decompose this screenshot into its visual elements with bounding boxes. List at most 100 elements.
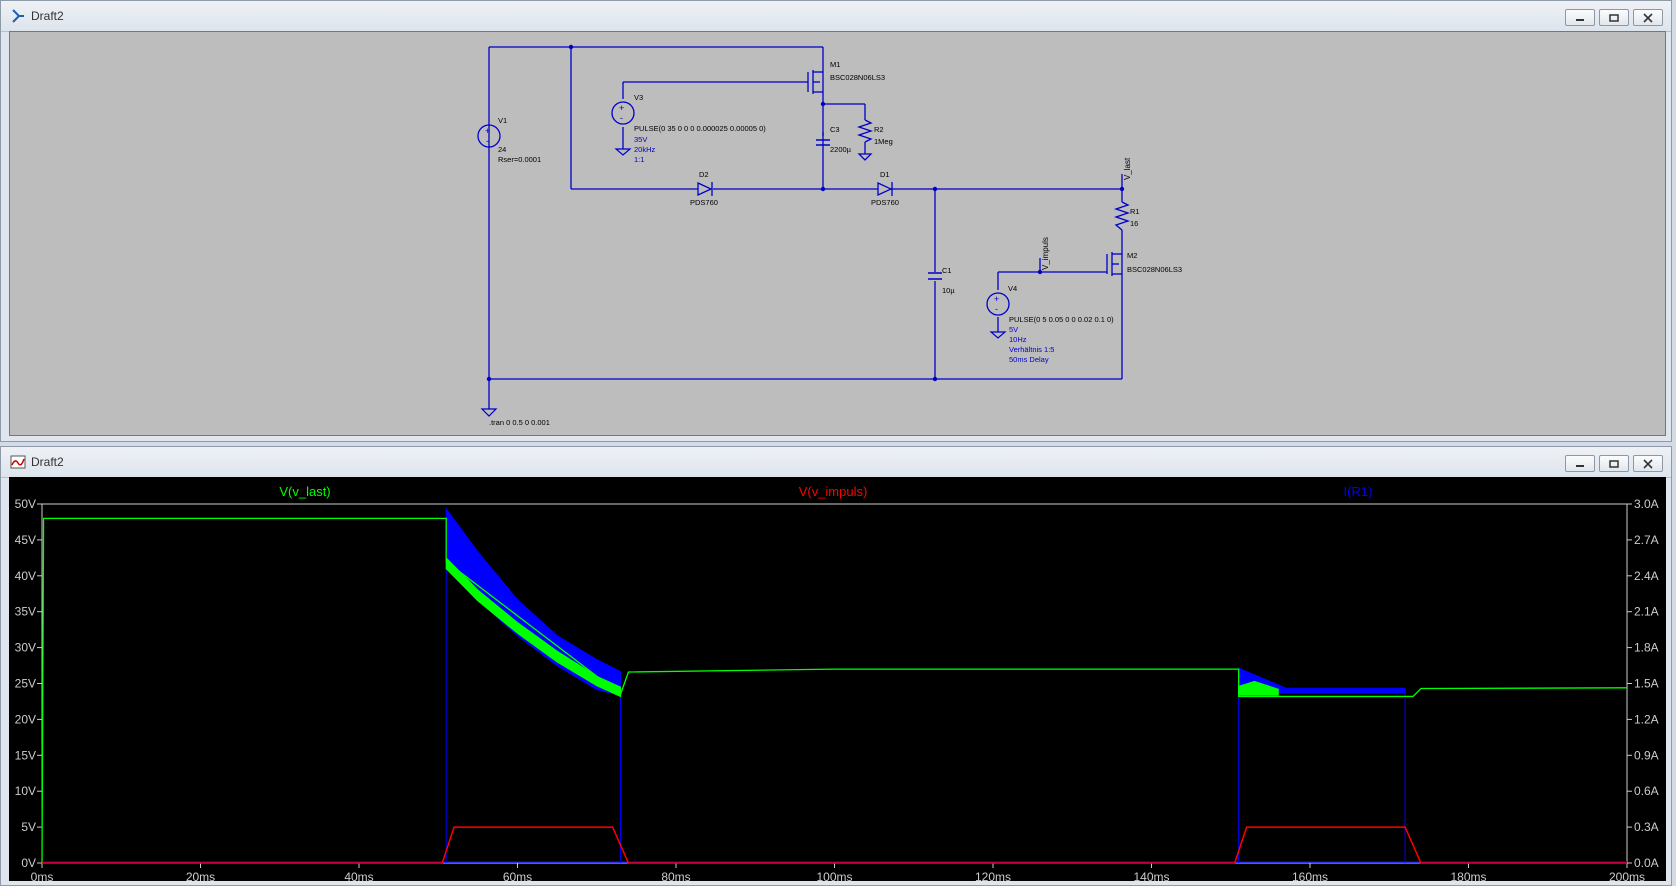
d1-diode-symbol[interactable] bbox=[877, 181, 893, 197]
svg-text:-: - bbox=[486, 136, 489, 146]
m2-mosfet-symbol[interactable] bbox=[1106, 245, 1123, 283]
v3-note-0: 35V bbox=[634, 135, 647, 144]
v4-value: PULSE(0 5 0.05 0 0 0.02 0.1 0) bbox=[1009, 315, 1114, 324]
c1-name: C1 bbox=[942, 266, 952, 275]
d2-name: D2 bbox=[699, 170, 709, 179]
v4-note-2: Verhältnis 1:5 bbox=[1009, 345, 1054, 354]
m2-model: BSC028N06LS3 bbox=[1127, 265, 1182, 274]
y-right-tick-label: 0.0A bbox=[1634, 856, 1659, 870]
schematic-window-title: Draft2 bbox=[31, 9, 64, 23]
y-left-tick-label: 0V bbox=[21, 856, 36, 870]
svg-text:+: + bbox=[619, 103, 624, 113]
plot-canvas[interactable]: V(v_last) V(v_impuls) I(R1) 0ms 20ms 40ms 6… bbox=[9, 477, 1666, 881]
schematic-restore-button[interactable] bbox=[1599, 9, 1629, 26]
m2-name: M2 bbox=[1127, 251, 1137, 260]
plot-minimize-button[interactable] bbox=[1565, 455, 1595, 472]
schematic-app-icon bbox=[12, 9, 24, 23]
x-tick-label: 60ms bbox=[503, 870, 532, 881]
trace-label-v-impuls[interactable]: V(v_impuls) bbox=[799, 484, 868, 499]
close-icon bbox=[1643, 12, 1653, 23]
v-last-ripple-band bbox=[445, 556, 622, 698]
v4-note-3: 50ms Delay bbox=[1009, 355, 1049, 364]
c3-capacitor-symbol[interactable] bbox=[816, 139, 830, 146]
y-left-tick-label: 25V bbox=[15, 677, 36, 691]
net-label-v-last[interactable]: V_last bbox=[1123, 157, 1132, 180]
y-right-tick-label: 2.7A bbox=[1634, 533, 1659, 547]
x-tick-label: 100ms bbox=[816, 870, 852, 881]
y-left-tick-label: 30V bbox=[15, 641, 36, 655]
v4-source-symbol[interactable]: + - bbox=[986, 292, 1010, 339]
plot-titlebar[interactable]: Draft2 bbox=[1, 447, 1671, 478]
plot-frame bbox=[41, 503, 1628, 864]
y-right-tick-label: 1.2A bbox=[1634, 712, 1659, 726]
x-tick-label: 0ms bbox=[31, 870, 54, 881]
minimize-icon bbox=[1576, 464, 1584, 467]
schematic-canvas[interactable]: + - V1 24 Rser=0.0001 + - V3 PULSE(0 35 … bbox=[9, 31, 1666, 436]
tran-directive[interactable]: .tran 0 0.5 0 0.001 bbox=[489, 418, 550, 427]
i-r1-band-pulse-1 bbox=[445, 507, 622, 697]
v1-rser: Rser=0.0001 bbox=[498, 155, 541, 164]
plot-close-button[interactable] bbox=[1633, 455, 1663, 472]
plot-restore-button[interactable] bbox=[1599, 455, 1629, 472]
restore-icon bbox=[1609, 14, 1619, 22]
y-right-tick-label: 0.6A bbox=[1634, 784, 1659, 798]
y-left-tick-label: 5V bbox=[21, 820, 36, 834]
x-tick-label: 120ms bbox=[975, 870, 1011, 881]
c1-value: 10µ bbox=[942, 286, 955, 295]
d2-diode-symbol[interactable] bbox=[697, 181, 713, 197]
y-left-tick-label: 15V bbox=[15, 748, 36, 762]
m1-mosfet-symbol[interactable] bbox=[807, 70, 824, 114]
trace-label-i-r1[interactable]: I(R1) bbox=[1344, 484, 1373, 499]
trace-label-v-last[interactable]: V(v_last) bbox=[279, 484, 330, 499]
v3-source-symbol[interactable]: + - bbox=[611, 101, 635, 156]
m1-model: BSC028N06LS3 bbox=[830, 73, 885, 82]
y-right-tick-label: 2.1A bbox=[1634, 605, 1659, 619]
v4-note-1: 10Hz bbox=[1009, 335, 1027, 344]
r2-name: R2 bbox=[874, 125, 884, 134]
y-left-tick-label: 35V bbox=[15, 605, 36, 619]
schematic-close-button[interactable] bbox=[1633, 9, 1663, 26]
r2-resistor-symbol[interactable] bbox=[856, 119, 874, 161]
v-last-trace bbox=[41, 517, 1628, 864]
c1-capacitor-symbol[interactable] bbox=[928, 272, 942, 280]
v4-name: V4 bbox=[1008, 284, 1017, 293]
close-icon bbox=[1643, 458, 1653, 469]
v1-value: 24 bbox=[498, 145, 506, 154]
restore-icon bbox=[1609, 460, 1619, 468]
y-right-tick-label: 1.5A bbox=[1634, 677, 1659, 691]
x-tick-label: 80ms bbox=[661, 870, 690, 881]
r1-value: 16 bbox=[1130, 219, 1138, 228]
d1-name: D1 bbox=[880, 170, 890, 179]
x-tick-label: 200ms bbox=[1609, 870, 1645, 881]
y-right-tick-label: 2.4A bbox=[1634, 569, 1659, 583]
x-tick-label: 20ms bbox=[186, 870, 215, 881]
schematic-minimize-button[interactable] bbox=[1565, 9, 1595, 26]
y-left-tick-label: 20V bbox=[15, 712, 36, 726]
y-right-tick-label: 3.0A bbox=[1634, 497, 1659, 511]
y-left-tick-label: 40V bbox=[15, 569, 36, 583]
d1-model: PDS760 bbox=[871, 198, 899, 207]
y-left-tick-label: 45V bbox=[15, 533, 36, 547]
v3-name: V3 bbox=[634, 93, 643, 102]
v1-name: V1 bbox=[498, 116, 507, 125]
c3-value: 2200µ bbox=[830, 145, 852, 154]
net-label-v-impuls[interactable]: V_impuls bbox=[1041, 237, 1050, 270]
x-tick-label: 40ms bbox=[344, 870, 373, 881]
x-tick-label: 140ms bbox=[1133, 870, 1169, 881]
v1-source-symbol[interactable]: + - bbox=[477, 124, 501, 148]
y-left-tick-label: 50V bbox=[15, 497, 36, 511]
v3-note-2: 1:1 bbox=[634, 155, 644, 164]
schematic-window: Draft2 bbox=[0, 0, 1672, 442]
v3-note-1: 20kHz bbox=[634, 145, 656, 154]
v-last-ripple-band-2 bbox=[1238, 680, 1279, 696]
v-impuls-trace bbox=[42, 826, 1627, 864]
y-right-tick-label: 1.8A bbox=[1634, 641, 1659, 655]
v3-value: PULSE(0 35 0 0 0 0.000025 0.00005 0) bbox=[634, 124, 766, 133]
m1-name: M1 bbox=[830, 60, 840, 69]
schematic-titlebar[interactable]: Draft2 bbox=[1, 1, 1671, 32]
r1-resistor-symbol[interactable] bbox=[1113, 201, 1131, 231]
v4-note-0: 5V bbox=[1009, 325, 1018, 334]
x-tick-label: 180ms bbox=[1450, 870, 1486, 881]
ground-symbol bbox=[480, 408, 498, 417]
r1-name: R1 bbox=[1130, 207, 1140, 216]
